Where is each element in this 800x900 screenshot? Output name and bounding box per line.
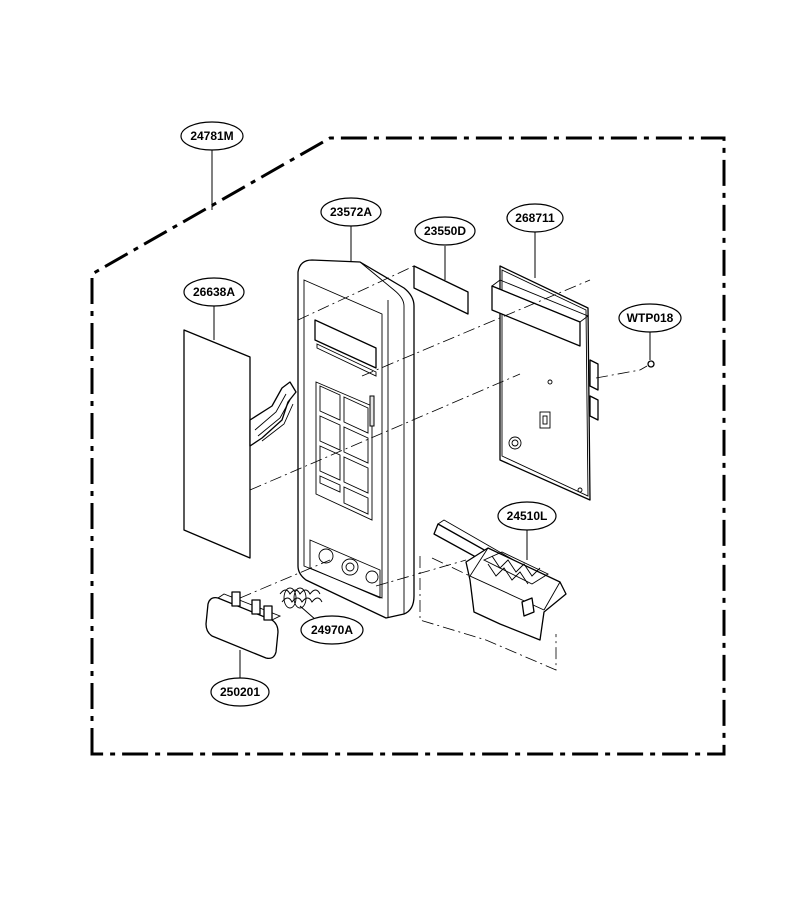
screw-part [639,360,655,371]
label-button-text: 250201 [220,685,260,699]
label-membrane: 26638A [183,277,245,307]
label-assembly-text: 24781M [190,129,233,143]
label-spring: 24970A [300,615,364,645]
label-window-film-text: 23550D [424,224,466,238]
latch-lever-part [433,519,567,641]
label-pcb-text: 268711 [515,211,555,225]
assembly-outline [90,136,726,756]
button-part [205,591,282,660]
label-screw-text: WTP018 [627,311,674,325]
front-panel-part [297,259,415,619]
label-latch-lever: 24510L [497,501,557,531]
label-front-panel-text: 23572A [330,205,372,219]
label-membrane-text: 26638A [193,285,235,299]
label-window-film: 23550D [414,216,476,246]
spring-part [279,587,323,609]
label-latch-lever-text: 24510L [507,509,548,523]
leader-lines [211,150,651,680]
membrane-switch-part [183,329,297,559]
label-pcb: 268711 [506,203,564,233]
label-front-panel: 23572A [320,197,382,227]
label-button: 250201 [210,677,270,707]
window-film-part [413,265,469,315]
label-spring-text: 24970A [311,623,353,637]
alignment-lines [239,265,641,671]
pcb-part [491,265,599,501]
label-screw: WTP018 [618,303,682,333]
label-assembly: 24781M [180,121,244,151]
